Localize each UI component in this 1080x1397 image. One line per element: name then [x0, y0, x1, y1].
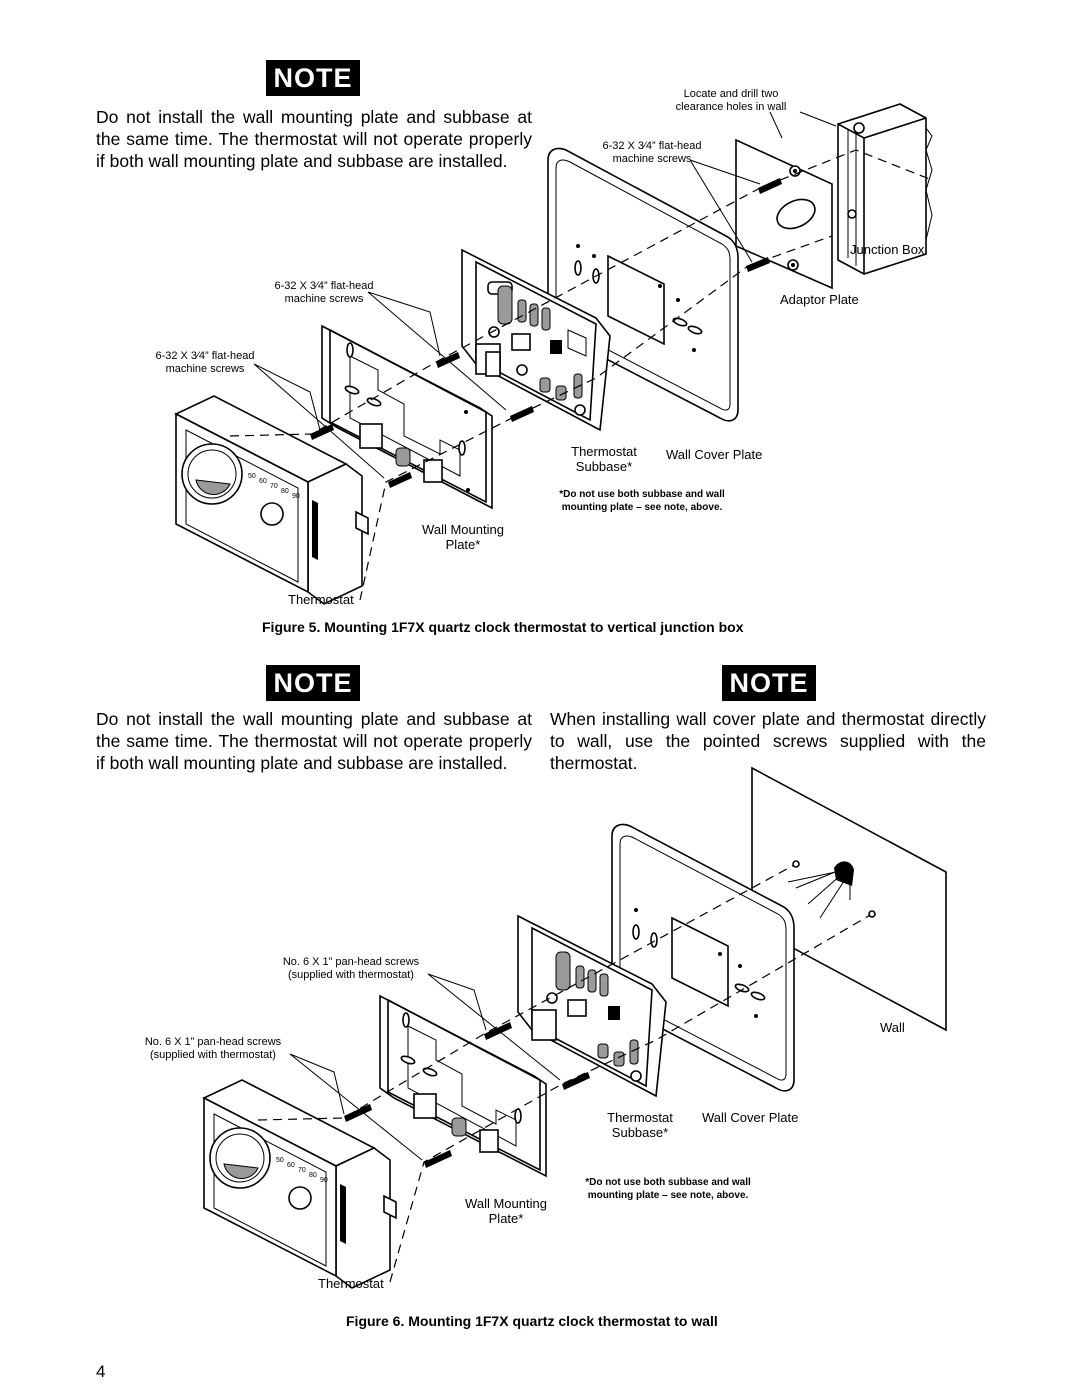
label-screws-left: 6-32 X 3⁄4” flat-head machine screws	[155, 350, 255, 375]
label-junction-box: Junction Box	[850, 242, 925, 257]
label-adaptor-plate: Adaptor Plate	[780, 292, 859, 307]
leader-lines-fig6	[289, 973, 561, 1161]
thermostat-scale-label: 90	[320, 1177, 328, 1184]
label-screws-top: 6-32 X 3⁄4” flat-head machine screws	[602, 140, 702, 165]
figure-5-caption: Figure 5. Mounting 1F7X quartz clock the…	[262, 619, 744, 635]
thermostat-scale-label: 90	[292, 493, 300, 500]
thermostat-unit-fig6	[202, 1079, 397, 1289]
leader-lines	[253, 111, 837, 479]
label-thermostat-subbase-fig6: Thermostat Subbase*	[607, 1110, 673, 1140]
thermostat-subbase	[461, 248, 611, 432]
note-text-2: Do not install the wall mounting plate a…	[96, 709, 532, 773]
alignment-lines	[229, 149, 933, 601]
note-text-3: When installing wall cover plate and the…	[550, 709, 986, 773]
thermostat-subbase-fig6	[517, 914, 667, 1098]
thermostat-unit	[174, 395, 369, 605]
thermostat-scale-label: 80	[281, 488, 289, 495]
plate-screws	[310, 424, 412, 488]
wall-panel	[751, 766, 947, 1032]
wall-mounting-plate	[321, 324, 493, 510]
label-screws-mid-fig6: No. 6 X 1” pan-head screws (supplied wit…	[282, 956, 420, 981]
alignment-lines-fig6	[257, 860, 876, 1283]
label-wall: Wall	[880, 1020, 905, 1035]
note-badge-3: NOTE	[722, 665, 816, 701]
plate-screws-fig6	[344, 1104, 452, 1168]
label-wall-cover-plate: Wall Cover Plate	[666, 447, 763, 462]
note-badge-1: NOTE	[266, 60, 360, 96]
label-thermostat-subbase: Thermostat Subbase*	[571, 444, 637, 474]
label-thermostat: Thermostat	[288, 592, 354, 607]
thermostat-scale-label: 50	[276, 1157, 284, 1164]
junction-box	[837, 103, 933, 275]
thermostat-scale-label: 70	[270, 483, 278, 490]
thermostat-scale-label: 60	[259, 478, 267, 485]
label-wall-mounting-plate: Wall Mounting Plate*	[422, 522, 504, 552]
label-wall-cover-plate-fig6: Wall Cover Plate	[702, 1110, 799, 1125]
adaptor-plate	[735, 138, 833, 290]
warning-text-fig5: *Do not use both subbase and wall mounti…	[559, 489, 725, 513]
label-drill-holes: Locate and drill two clearance holes in …	[675, 88, 787, 113]
label-screws-mid: 6-32 X 3⁄4” flat-head machine screws	[274, 280, 374, 305]
note-badge-2: NOTE	[266, 665, 360, 701]
thermostat-scale-label: 70	[298, 1167, 306, 1174]
thermostat-scale-label: 50	[248, 473, 256, 480]
note-text-1: Do not install the wall mounting plate a…	[96, 107, 532, 171]
label-screws-left-fig6: No. 6 X 1” pan-head screws (supplied wit…	[144, 1036, 282, 1061]
thermostat-scale-label: 60	[287, 1162, 295, 1169]
figure-6-caption: Figure 6. Mounting 1F7X quartz clock the…	[346, 1313, 718, 1329]
thermostat-scale-label: 80	[309, 1172, 317, 1179]
page-number: 4	[96, 1362, 106, 1381]
label-thermostat-fig6: Thermostat	[318, 1276, 384, 1291]
subbase-screws-fig6	[484, 1022, 590, 1090]
wall-mounting-plate-fig6	[379, 994, 547, 1178]
label-wall-mounting-plate-fig6: Wall Mounting Plate*	[465, 1196, 547, 1226]
warning-text-fig6: *Do not use both subbase and wall mounti…	[585, 1177, 751, 1201]
